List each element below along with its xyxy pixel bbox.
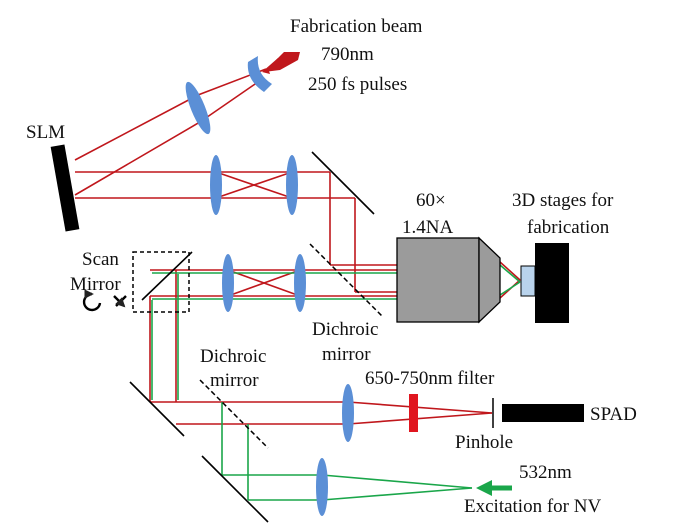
detection-focus-ray-b (347, 412, 493, 425)
pinhole-label: Pinhole (455, 432, 513, 453)
excitation-focus-ray-b (499, 281, 521, 296)
objective-body (396, 237, 480, 323)
sample-block (520, 265, 536, 297)
slm-device (50, 144, 80, 232)
lenses (185, 81, 354, 516)
fabrication-beam-path (74, 68, 521, 425)
green-arrow-head (476, 480, 492, 496)
dichroic-lower-label-line2: mirror (210, 370, 259, 391)
slm-label: SLM (26, 122, 65, 143)
detection-focus-ray-a (347, 401, 493, 414)
dichroic-mirror-upper (309, 243, 383, 317)
fabrication-beam-top-ray (74, 68, 267, 161)
spad-detector (502, 404, 584, 422)
fold-mirror (311, 151, 375, 215)
scan-lens-2 (294, 254, 306, 312)
fabrication-beam-bottom-ray (74, 81, 259, 196)
green-arrow-icon (476, 480, 512, 496)
rotation-arrows-icon (82, 289, 126, 312)
relay-cross-ray-b (215, 171, 293, 199)
scan-mirror (141, 251, 193, 301)
dichroic-mirror-lower (199, 379, 269, 449)
excitation-wavelength-label: 532nm (519, 462, 572, 483)
scan-cross-ray-b (227, 269, 301, 297)
scan-mirror-box (132, 251, 190, 313)
stage-block (535, 243, 569, 323)
objective-focus-ray-a (499, 261, 521, 281)
dichroic-lower-label-line1: Dichroic (200, 346, 266, 367)
fabrication-wavelength-label: 790nm (321, 44, 374, 65)
objective-na-label: 1.4NA (402, 217, 453, 238)
excitation-label: Excitation for NV (464, 496, 601, 517)
red-arrow-icon-head (264, 52, 300, 72)
bandpass-filter (409, 394, 418, 432)
objective-magnification-label: 60× (416, 190, 446, 211)
rotation-arrow-right (113, 295, 126, 306)
excitation-input-ray-a (321, 474, 473, 489)
rotation-arrow-left (82, 289, 102, 312)
dichroic-upper-label-line2: mirror (322, 344, 371, 365)
excitation-beam-path (151, 264, 521, 501)
lower-fold-mirror (129, 381, 185, 437)
objective-tip (478, 236, 501, 324)
mirrors (129, 151, 375, 523)
stages-label-line2: fabrication (527, 217, 610, 238)
scan-lens-1 (222, 254, 234, 312)
detection-lens (342, 384, 354, 442)
spad-label: SPAD (590, 404, 637, 425)
input-lens (185, 81, 211, 135)
excitation-input-ray-b (321, 487, 473, 501)
source-concave-mirror (247, 56, 272, 92)
excitation-lens (316, 458, 328, 516)
dichroic-mirrors (199, 243, 383, 449)
relay-lens-2 (286, 155, 298, 215)
scan-mirror-label-line2: Mirror (70, 274, 121, 295)
scan-mirror-label-line1: Scan (82, 249, 119, 270)
pulse-duration-label: 250 fs pulses (308, 74, 407, 95)
filter-label: 650-750nm filter (365, 368, 495, 389)
excitation-fold-mirror (201, 455, 269, 523)
fabrication-beam-label: Fabrication beam (290, 16, 423, 37)
stages-label-line1: 3D stages for (512, 190, 614, 211)
objective-lens (396, 236, 501, 324)
relay-lens-1 (210, 155, 222, 215)
dichroic-upper-label-line1: Dichroic (312, 319, 378, 340)
excitation-focus-ray-a (499, 264, 521, 283)
